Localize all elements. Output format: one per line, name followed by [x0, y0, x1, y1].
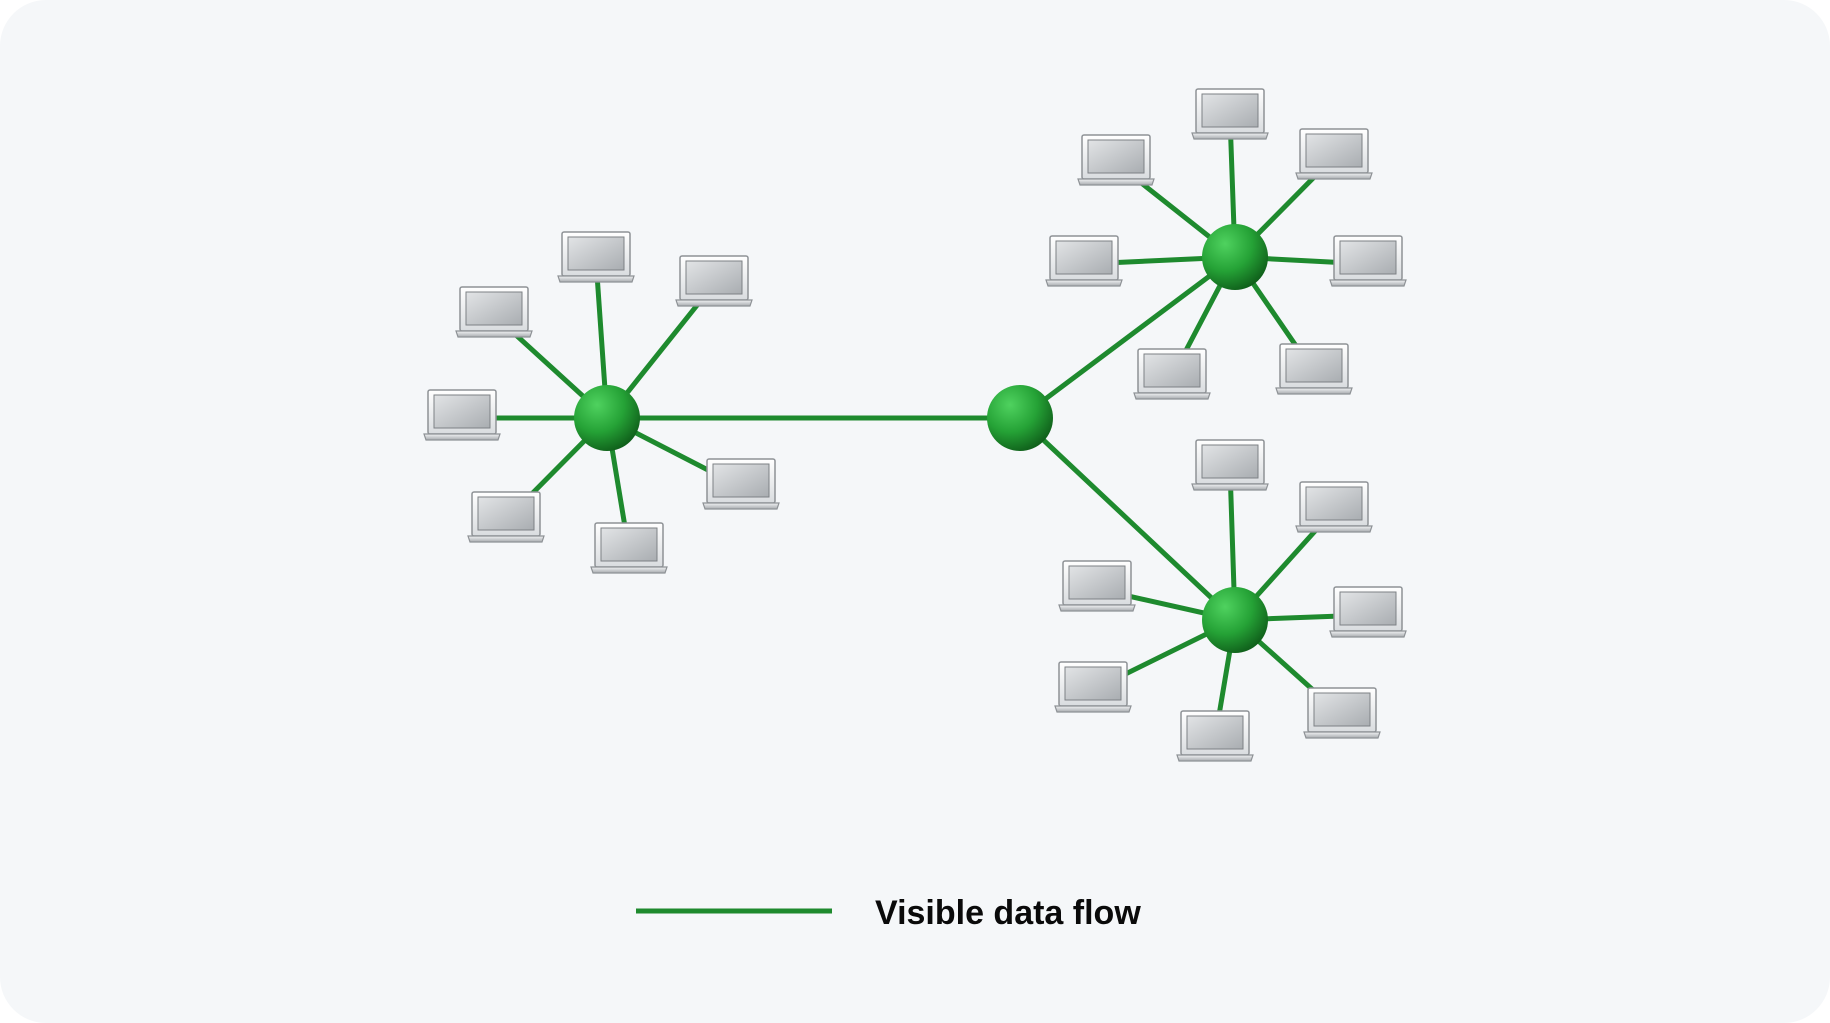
laptop-icon	[1329, 235, 1407, 287]
laptop-icon	[1295, 128, 1373, 180]
laptop-icon	[675, 255, 753, 307]
laptop-icon	[1191, 439, 1269, 491]
laptop-icon	[1275, 343, 1353, 395]
laptop-icon	[1045, 235, 1123, 287]
green-sphere-hub-icon	[987, 385, 1053, 451]
laptop-icon	[1077, 134, 1155, 186]
laptop-icon	[467, 491, 545, 543]
laptop-icon	[1133, 348, 1211, 400]
laptop-icon	[1295, 481, 1373, 533]
legend: Visible data flow	[636, 894, 1141, 932]
green-sphere-hub-icon	[1202, 587, 1268, 653]
laptop-icon	[1191, 88, 1269, 140]
legend-label: Visible data flow	[875, 894, 1141, 932]
green-sphere-hub-icon	[1202, 224, 1268, 290]
laptop-icon	[455, 286, 533, 338]
backbone-link	[1017, 254, 1238, 421]
green-sphere-hub-icon	[574, 385, 640, 451]
laptop-icon	[1058, 560, 1136, 612]
laptop-icon	[423, 389, 501, 441]
laptop-icon	[590, 522, 668, 574]
hubs-layer	[574, 224, 1268, 653]
laptop-icon	[702, 458, 780, 510]
laptop-icon	[1303, 687, 1381, 739]
laptop-icon	[1329, 586, 1407, 638]
laptop-icon	[1054, 661, 1132, 713]
clients-layer	[423, 88, 1407, 762]
laptop-icon	[1176, 710, 1254, 762]
laptop-icon	[557, 231, 635, 283]
backbone-link	[1017, 415, 1238, 623]
